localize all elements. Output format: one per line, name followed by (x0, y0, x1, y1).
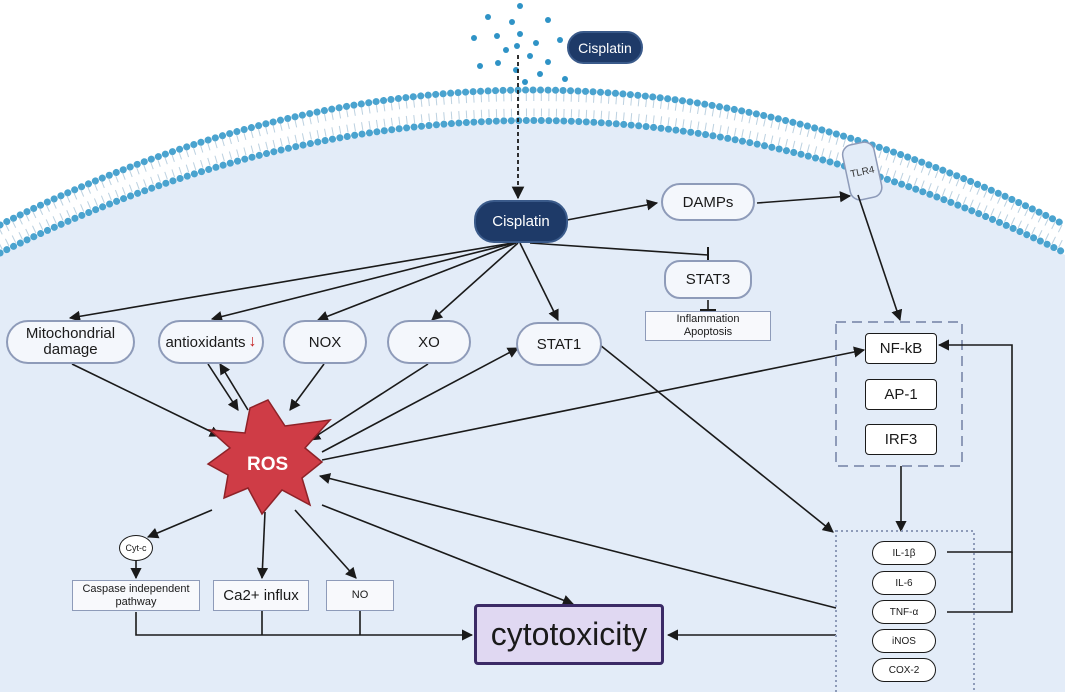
cell-membrane-inner (0, 117, 1065, 257)
cytotoxicity-node: cytotoxicity (474, 604, 664, 665)
cisplatin-extracellular: Cisplatin (567, 31, 643, 64)
antioxidants-node: antioxidants ↓ (158, 320, 264, 364)
cytokine-il6: IL-6 (872, 571, 936, 595)
cytokine-il1b: IL-1β (872, 541, 936, 565)
no-node: NO (326, 580, 394, 611)
cytokine-tnfa: TNF-α (872, 600, 936, 624)
inflammation-apoptosis-box: Inflammation Apoptosis (645, 311, 771, 341)
svg-text:TLR4: TLR4 (849, 164, 876, 180)
irf3-node: IRF3 (865, 424, 937, 455)
stat1-node: STAT1 (516, 322, 602, 366)
stat3-node: STAT3 (664, 260, 752, 299)
cytokine-cox2: COX-2 (872, 658, 936, 682)
antioxidants-label: antioxidants (165, 333, 246, 351)
damps-node: DAMPs (661, 183, 755, 221)
cisplatin-molecules-dots (471, 3, 568, 85)
ros-starburst (206, 399, 332, 516)
ca-influx-node: Ca2+ influx (213, 580, 309, 611)
cytokine-inos: iNOS (872, 629, 936, 653)
ap1-node: AP-1 (865, 379, 937, 410)
ros-label: ROS (247, 454, 289, 475)
nox-node: NOX (283, 320, 367, 364)
cisplatin-intracellular: Cisplatin (474, 200, 568, 243)
nfkb-node: NF-kB (865, 333, 937, 364)
cytoplasm (0, 122, 1065, 692)
transcription-factor-box (835, 321, 963, 467)
down-arrow-icon: ↓ (248, 333, 257, 350)
cytc-node: Cyt-c (119, 535, 153, 561)
cytokine-box (835, 530, 975, 692)
tlr4-receptor: TLR4 (841, 141, 883, 201)
xo-node: XO (387, 320, 471, 364)
caspase-independent-node: Caspase independent pathway (72, 580, 200, 611)
cell-membrane-outer (0, 86, 1065, 229)
mitochondrial-damage-node: Mitochondrial damage (6, 320, 135, 364)
